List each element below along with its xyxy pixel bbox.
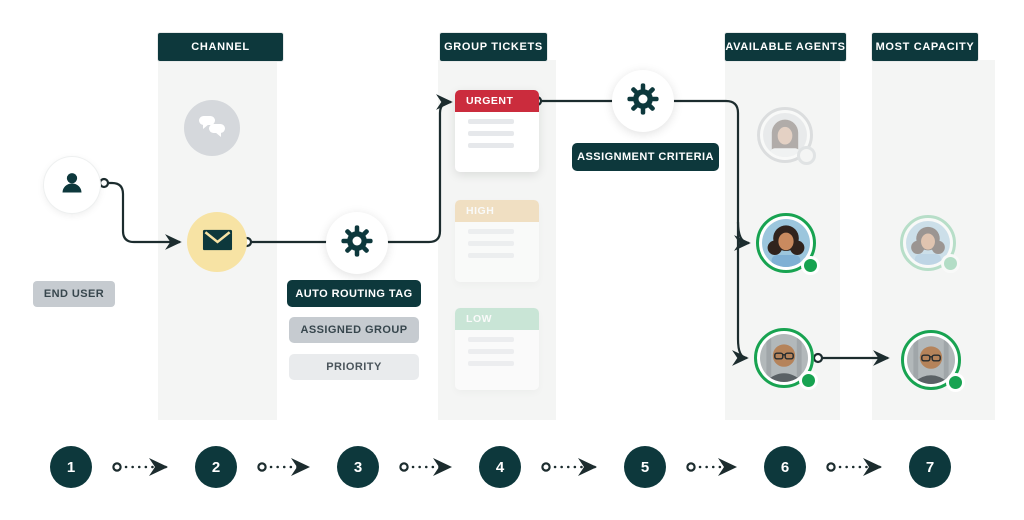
connector-node-dot (812, 352, 824, 364)
assignment-criteria-label: ASSIGNMENT CRITERIA (572, 143, 719, 171)
connector-enduser-envelope (107, 181, 182, 250)
connector-branch-agent-2 (734, 221, 751, 251)
step-1: 1 (50, 446, 92, 488)
column-header-available-agents: AVAILABLE AGENTS (725, 33, 846, 61)
connector-envelope-urgent (251, 94, 453, 244)
step-4: 4 (479, 446, 521, 488)
ticket-text-line (468, 241, 514, 246)
ticket-text-line (468, 131, 514, 136)
ticket-text-line (468, 349, 514, 354)
connector-urgent-agents-trunk (541, 99, 740, 339)
ticket-priority-badge: LOW (455, 308, 539, 330)
agent-avatar-2-online (756, 213, 820, 275)
ticket-card-high: HIGH (455, 200, 539, 282)
email-channel-node (187, 212, 247, 272)
ticket-priority-badge: URGENT (455, 90, 539, 112)
assigned-group-label: ASSIGNED GROUP (289, 317, 419, 343)
column-header-group-tickets: GROUP TICKETS (440, 33, 547, 61)
status-dimmed-icon (941, 254, 960, 273)
chat-channel-node (184, 100, 240, 156)
avatar-photo (906, 221, 950, 265)
column-header-channel: CHANNEL (158, 33, 283, 61)
avatar-photo (760, 334, 808, 382)
step-6: 6 (764, 446, 806, 488)
end-user-node (44, 157, 100, 213)
envelope-icon (202, 228, 233, 257)
capacity-avatar-dimmed (900, 215, 960, 273)
avatar-photo (763, 113, 807, 157)
ticket-text-line (468, 229, 514, 234)
ticket-text-line (468, 143, 514, 148)
assignment-criteria-gear-node (612, 70, 674, 132)
end-user-label: END USER (33, 281, 115, 307)
step-5: 5 (624, 446, 666, 488)
ticket-text-line (468, 337, 514, 342)
person-icon (57, 168, 87, 203)
auto-routing-gear-node (326, 212, 388, 274)
capacity-avatar-selected (901, 330, 965, 392)
status-online-icon (946, 373, 965, 392)
ticket-card-low: LOW (455, 308, 539, 390)
connector-branch-agent-3 (732, 338, 749, 366)
gear-icon (339, 223, 375, 264)
status-online-icon (801, 256, 820, 275)
avatar-photo (762, 219, 810, 267)
ticket-priority-badge: HIGH (455, 200, 539, 222)
column-header-most-capacity: MOST CAPACITY (872, 33, 978, 61)
avatar-photo (907, 336, 955, 384)
auto-routing-tag-label: AUTO ROUTING TAG (287, 280, 421, 307)
status-online-icon (799, 371, 818, 390)
ticket-text-line (468, 119, 514, 124)
ticket-text-line (468, 361, 514, 366)
agent-avatar-1-unavailable (757, 107, 816, 165)
step-2: 2 (195, 446, 237, 488)
step-3: 3 (337, 446, 379, 488)
agent-avatar-3-online (754, 328, 818, 390)
priority-label: PRIORITY (289, 354, 419, 380)
step-7: 7 (909, 446, 951, 488)
step-dotted-arrows (112, 458, 882, 476)
gear-icon (625, 81, 661, 122)
ticket-card-urgent: URGENT (455, 90, 539, 172)
status-offline-icon (797, 146, 816, 165)
ticket-text-line (468, 253, 514, 258)
connector-node-dot (98, 177, 110, 189)
chat-bubbles-icon (196, 112, 228, 145)
